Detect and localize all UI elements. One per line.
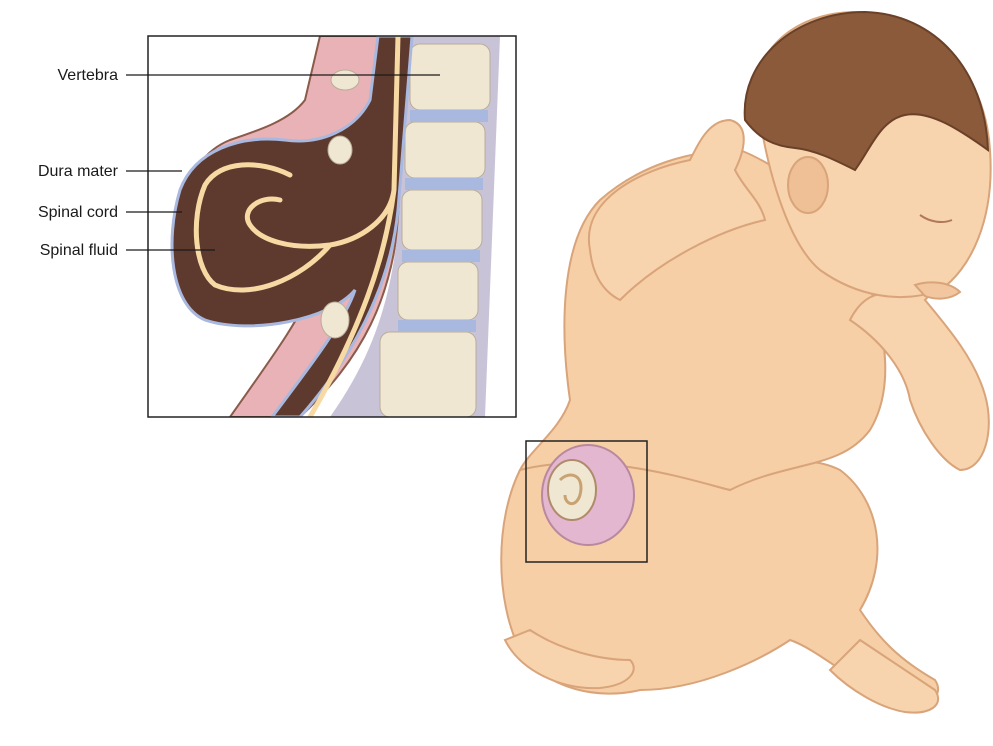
label-spinal-fluid: Spinal fluid xyxy=(40,242,118,259)
bone-fragment xyxy=(331,70,359,90)
label-dura-mater: Dura mater xyxy=(38,163,119,180)
spina-bifida-lesion xyxy=(542,445,634,545)
label-vertebra: Vertebra xyxy=(58,67,119,84)
cross-section-inset xyxy=(148,36,516,417)
infant-figure xyxy=(501,12,990,713)
bone-fragment xyxy=(321,302,349,338)
infant-ear xyxy=(788,157,828,213)
label-spinal-cord: Spinal cord xyxy=(38,204,118,221)
bone-fragment xyxy=(328,136,352,164)
